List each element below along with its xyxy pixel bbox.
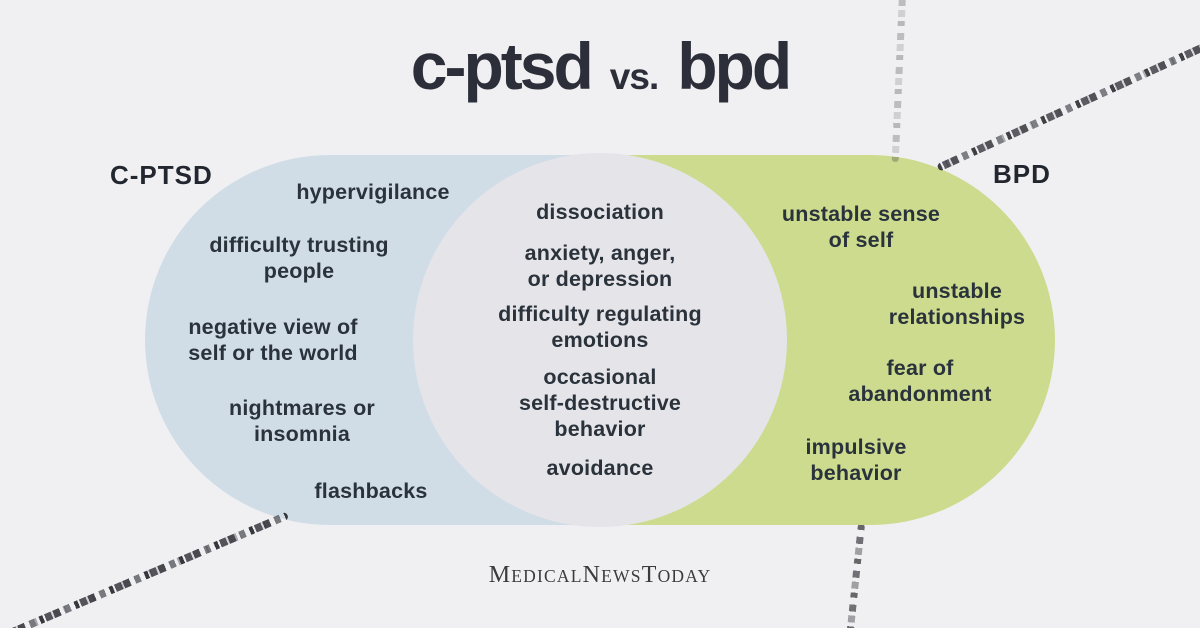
medicalnewstoday-logo: MedicalNewsToday xyxy=(489,562,712,589)
logo-letter: T xyxy=(641,562,658,588)
bpd-symptom: impulsive behavior xyxy=(805,435,907,485)
page-title: c-ptsd vs. bpd xyxy=(410,26,792,106)
logo-letters: oday xyxy=(657,566,712,586)
logo-letter: M xyxy=(488,562,512,588)
title-term-cptsd: c-ptsd xyxy=(410,29,594,103)
shared-symptom: avoidance xyxy=(546,456,654,480)
grunge-stroke-top-vertical-icon xyxy=(891,0,906,162)
shared-symptom: dissociation xyxy=(536,200,664,224)
cptsd-symptom: flashbacks xyxy=(314,479,428,503)
logo-letter: N xyxy=(582,562,602,588)
shared-symptom: anxiety, anger, or depression xyxy=(524,241,676,291)
grunge-stroke-bottom-left-icon xyxy=(0,511,290,628)
grunge-stroke-bottom-vertical-icon xyxy=(846,523,865,628)
shared-symptom: difficulty regulating emotions xyxy=(498,302,702,352)
cptsd-symptom: negative view of self or the world xyxy=(188,315,358,365)
grunge-stroke-top-right-icon xyxy=(936,27,1200,172)
bpd-symptom: unstable relationships xyxy=(888,279,1026,329)
logo-letters: ews xyxy=(601,566,642,586)
cptsd-symptom: hypervigilance xyxy=(296,180,450,204)
logo-letters: edical xyxy=(511,566,583,586)
title-separator-vs: vs. xyxy=(609,56,659,97)
label-bpd: BPD xyxy=(993,159,1051,189)
title-term-bpd: bpd xyxy=(677,29,792,103)
cptsd-symptom: nightmares or insomnia xyxy=(229,396,375,446)
venn-overlap-region xyxy=(413,153,787,527)
shared-symptom: occasional self-destructive behavior xyxy=(518,365,682,441)
bpd-symptom: unstable sense of self xyxy=(781,202,941,252)
bpd-symptom: fear of abandonment xyxy=(848,356,992,406)
label-cptsd: C-PTSD xyxy=(110,160,213,190)
cptsd-symptom: difficulty trusting people xyxy=(209,233,389,283)
